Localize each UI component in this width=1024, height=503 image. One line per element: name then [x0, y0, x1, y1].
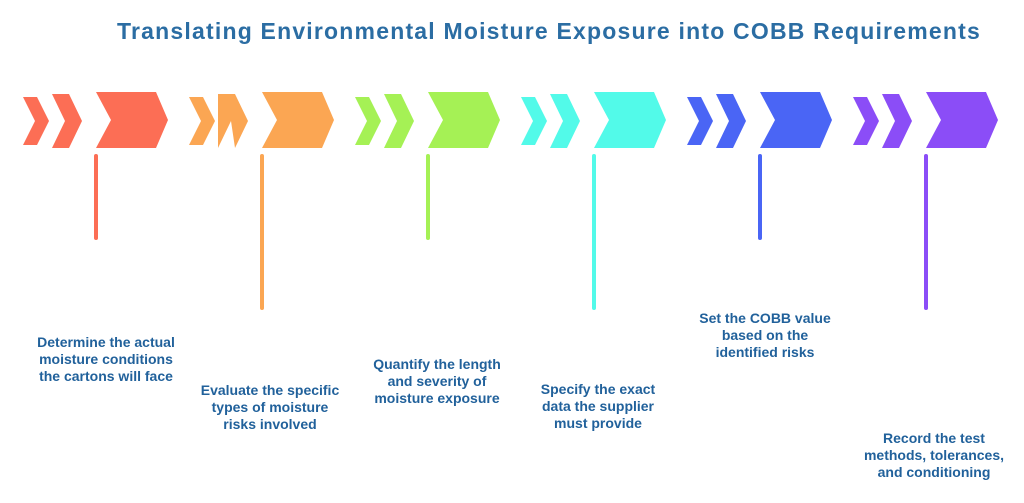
step-description: Specify the exact data the supplier must…	[540, 381, 656, 431]
connector-line	[260, 154, 264, 310]
step-5: Set the COBB value based on the identifi…	[670, 0, 850, 503]
connector-line	[758, 154, 762, 240]
step-3: Quantify the length and severity of mois…	[338, 0, 518, 503]
step-1: Determine the actual moisture conditions…	[6, 0, 186, 503]
connector-line	[426, 154, 430, 240]
chevron-arrow-icon	[521, 92, 666, 148]
connector-line	[94, 154, 98, 240]
chevron-arrow-icon	[853, 92, 998, 148]
page-title: Translating Environmental Moisture Expos…	[117, 18, 981, 44]
step-6: Record the test methods, tolerances, and…	[836, 0, 1016, 503]
chevron-arrow-icon	[687, 92, 832, 148]
chevron-arrow-icon	[355, 92, 500, 148]
step-4: Specify the exact data the supplier must…	[504, 0, 684, 503]
connector-line	[592, 154, 596, 310]
step-description: Set the COBB value based on the identifi…	[699, 310, 831, 360]
chevron-arrow-icon	[189, 92, 334, 148]
step-description: Quantify the length and severity of mois…	[373, 356, 501, 406]
chevron-arrow-icon	[23, 92, 168, 148]
step-2: Evaluate the specific types of moisture …	[172, 0, 352, 503]
step-description: Determine the actual moisture conditions…	[37, 334, 175, 384]
step-description: Evaluate the specific types of moisture …	[200, 382, 340, 432]
step-description: Record the test methods, tolerances, and…	[863, 430, 1005, 480]
connector-line	[924, 154, 928, 310]
